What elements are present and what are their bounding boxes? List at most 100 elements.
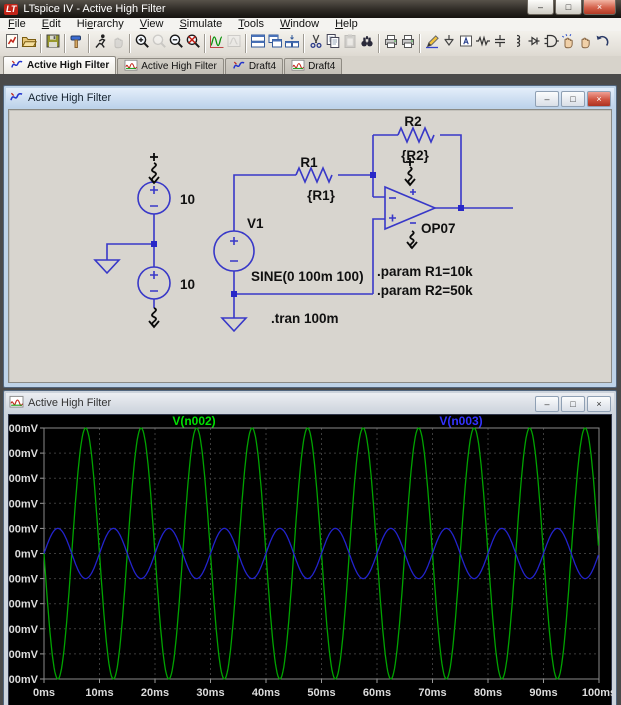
- schematic-window-titlebar[interactable]: Active High Filter – □ ×: [6, 88, 614, 108]
- resistor-r2[interactable]: [397, 125, 435, 145]
- param-r2-directive[interactable]: .param R2=50k: [377, 283, 473, 298]
- vplus-net-flag[interactable]: [148, 153, 160, 185]
- close-button[interactable]: ×: [583, 0, 616, 15]
- legend-V(n002)[interactable]: V(n002): [172, 414, 215, 428]
- tab-schematic-active-high-filter[interactable]: Active High Filter: [3, 56, 117, 74]
- zoom-back-icon: [151, 33, 167, 54]
- zoom-full-extents-icon: [185, 33, 201, 54]
- r1-value-label[interactable]: {R1}: [307, 188, 336, 203]
- save-button[interactable]: [44, 33, 61, 54]
- opamp-symbol[interactable]: [384, 185, 438, 231]
- toolbar-separator: [375, 34, 382, 53]
- y-tick-label: -300mV: [9, 624, 39, 636]
- menu-edit[interactable]: Edit: [41, 18, 61, 30]
- opamp-name-label[interactable]: OP07: [421, 221, 456, 236]
- y-tick-label: 300mV: [9, 473, 39, 485]
- zoom-in-button[interactable]: [133, 33, 150, 54]
- menu-help[interactable]: Help: [335, 18, 358, 30]
- undo-button[interactable]: [593, 33, 610, 54]
- tile-windows-button[interactable]: [249, 33, 266, 54]
- trace-V(n003)[interactable]: [43, 527, 600, 580]
- autorange-y-button[interactable]: [208, 33, 225, 54]
- resistor-r1[interactable]: [295, 165, 333, 185]
- copy-button[interactable]: [324, 33, 341, 54]
- waveform-chart[interactable]: 500mV400mV300mV200mV100mV0mV-100mV-200mV…: [0, 414, 616, 705]
- draw-wire-button[interactable]: [423, 33, 440, 54]
- schematic-canvas[interactable]: R1 {R1} R2 {R2} V1 SINE(0 100m 100) 10 1…: [8, 109, 612, 383]
- waveform-minimize-button[interactable]: –: [535, 396, 559, 412]
- vminus-net-flag[interactable]: [148, 307, 160, 329]
- legend-V(n003)[interactable]: V(n003): [439, 414, 482, 428]
- open-button[interactable]: [20, 33, 37, 54]
- cascade-windows-button[interactable]: [266, 33, 283, 54]
- ground-button[interactable]: [440, 33, 457, 54]
- run-button[interactable]: [92, 33, 109, 54]
- menu-hierarchy[interactable]: Hierarchy: [76, 18, 124, 30]
- opamp-vminus-flag[interactable]: [406, 230, 418, 250]
- menu-simulate[interactable]: Simulate: [179, 18, 223, 30]
- opamp-vplus-flag[interactable]: [404, 158, 416, 187]
- main-window-title: LTspice IV - Active High Filter: [23, 3, 166, 15]
- x-tick-label: 80ms: [474, 687, 502, 699]
- trace-V(n002)[interactable]: [43, 427, 600, 680]
- v1-name-label[interactable]: V1: [247, 216, 264, 231]
- y-tick-label: -500mV: [9, 674, 39, 686]
- resistor-button[interactable]: [474, 33, 491, 54]
- capacitor-button[interactable]: [491, 33, 508, 54]
- print-button[interactable]: [399, 33, 416, 54]
- toolbar-separator: [416, 34, 423, 53]
- menu-file[interactable]: File: [8, 18, 26, 30]
- r2-value-label[interactable]: {R2}: [401, 148, 430, 163]
- schematic-close-button[interactable]: ×: [587, 91, 611, 107]
- halt-icon: [110, 33, 126, 54]
- waveform-plot-pane[interactable]: 500mV400mV300mV200mV100mV0mV-100mV-200mV…: [0, 414, 616, 705]
- maximize-button[interactable]: □: [555, 0, 582, 15]
- waveform-close-button[interactable]: ×: [587, 396, 611, 412]
- label-net-button[interactable]: [457, 33, 474, 54]
- control-panel-icon: [69, 33, 85, 54]
- inductor-button[interactable]: [508, 33, 525, 54]
- component-button[interactable]: [542, 33, 559, 54]
- menu-window[interactable]: Window: [279, 18, 320, 30]
- minimize-button[interactable]: –: [527, 0, 554, 15]
- menu-view[interactable]: View: [139, 18, 164, 30]
- zoom-full-extents-button[interactable]: [184, 33, 201, 54]
- new-schematic-button[interactable]: [3, 33, 20, 54]
- param-r1-directive[interactable]: .param R1=10k: [377, 264, 473, 279]
- schematic-drawing: R1 {R1} R2 {R2} V1 SINE(0 100m 100) 10 1…: [93, 114, 513, 333]
- wires[interactable]: [106, 134, 513, 318]
- r1-name-label[interactable]: R1: [300, 155, 318, 170]
- vplus-value-label[interactable]: 10: [180, 192, 195, 207]
- diode-button[interactable]: [525, 33, 542, 54]
- v1-value-label[interactable]: SINE(0 100m 100): [251, 269, 364, 284]
- ground-symbol[interactable]: [93, 259, 121, 275]
- schematic-tab-icon: [10, 58, 24, 73]
- tab-waveform-draft4[interactable]: Draft4: [284, 58, 343, 74]
- ground-symbol[interactable]: [220, 317, 248, 333]
- y-tick-label: 0mV: [15, 549, 39, 561]
- v1-source[interactable]: [213, 230, 255, 272]
- move-button[interactable]: [559, 33, 576, 54]
- schematic-restore-button[interactable]: □: [561, 91, 585, 107]
- r2-name-label[interactable]: R2: [404, 114, 421, 129]
- tran-directive[interactable]: .tran 100m: [271, 311, 339, 326]
- arrange-windows-button[interactable]: [283, 33, 300, 54]
- vminus-source[interactable]: [137, 266, 171, 308]
- paste-button: [341, 33, 358, 54]
- tab-schematic-draft4[interactable]: Draft4: [224, 58, 284, 74]
- cut-button[interactable]: [307, 33, 324, 54]
- vplus-source[interactable]: [137, 181, 171, 215]
- control-panel-button[interactable]: [68, 33, 85, 54]
- connection-nodes: [151, 172, 464, 297]
- schematic-minimize-button[interactable]: –: [535, 91, 559, 107]
- tab-waveform-active-high-filter[interactable]: Active High Filter: [117, 58, 224, 74]
- waveform-window-titlebar[interactable]: Active High Filter – □ ×: [6, 393, 614, 413]
- vminus-value-label[interactable]: 10: [180, 277, 195, 292]
- find-button[interactable]: [358, 33, 375, 54]
- waveform-restore-button[interactable]: □: [561, 396, 585, 412]
- drag-button[interactable]: [576, 33, 593, 54]
- print-setup-button[interactable]: [382, 33, 399, 54]
- zoom-out-button[interactable]: [167, 33, 184, 54]
- menu-tools[interactable]: Tools: [238, 18, 264, 30]
